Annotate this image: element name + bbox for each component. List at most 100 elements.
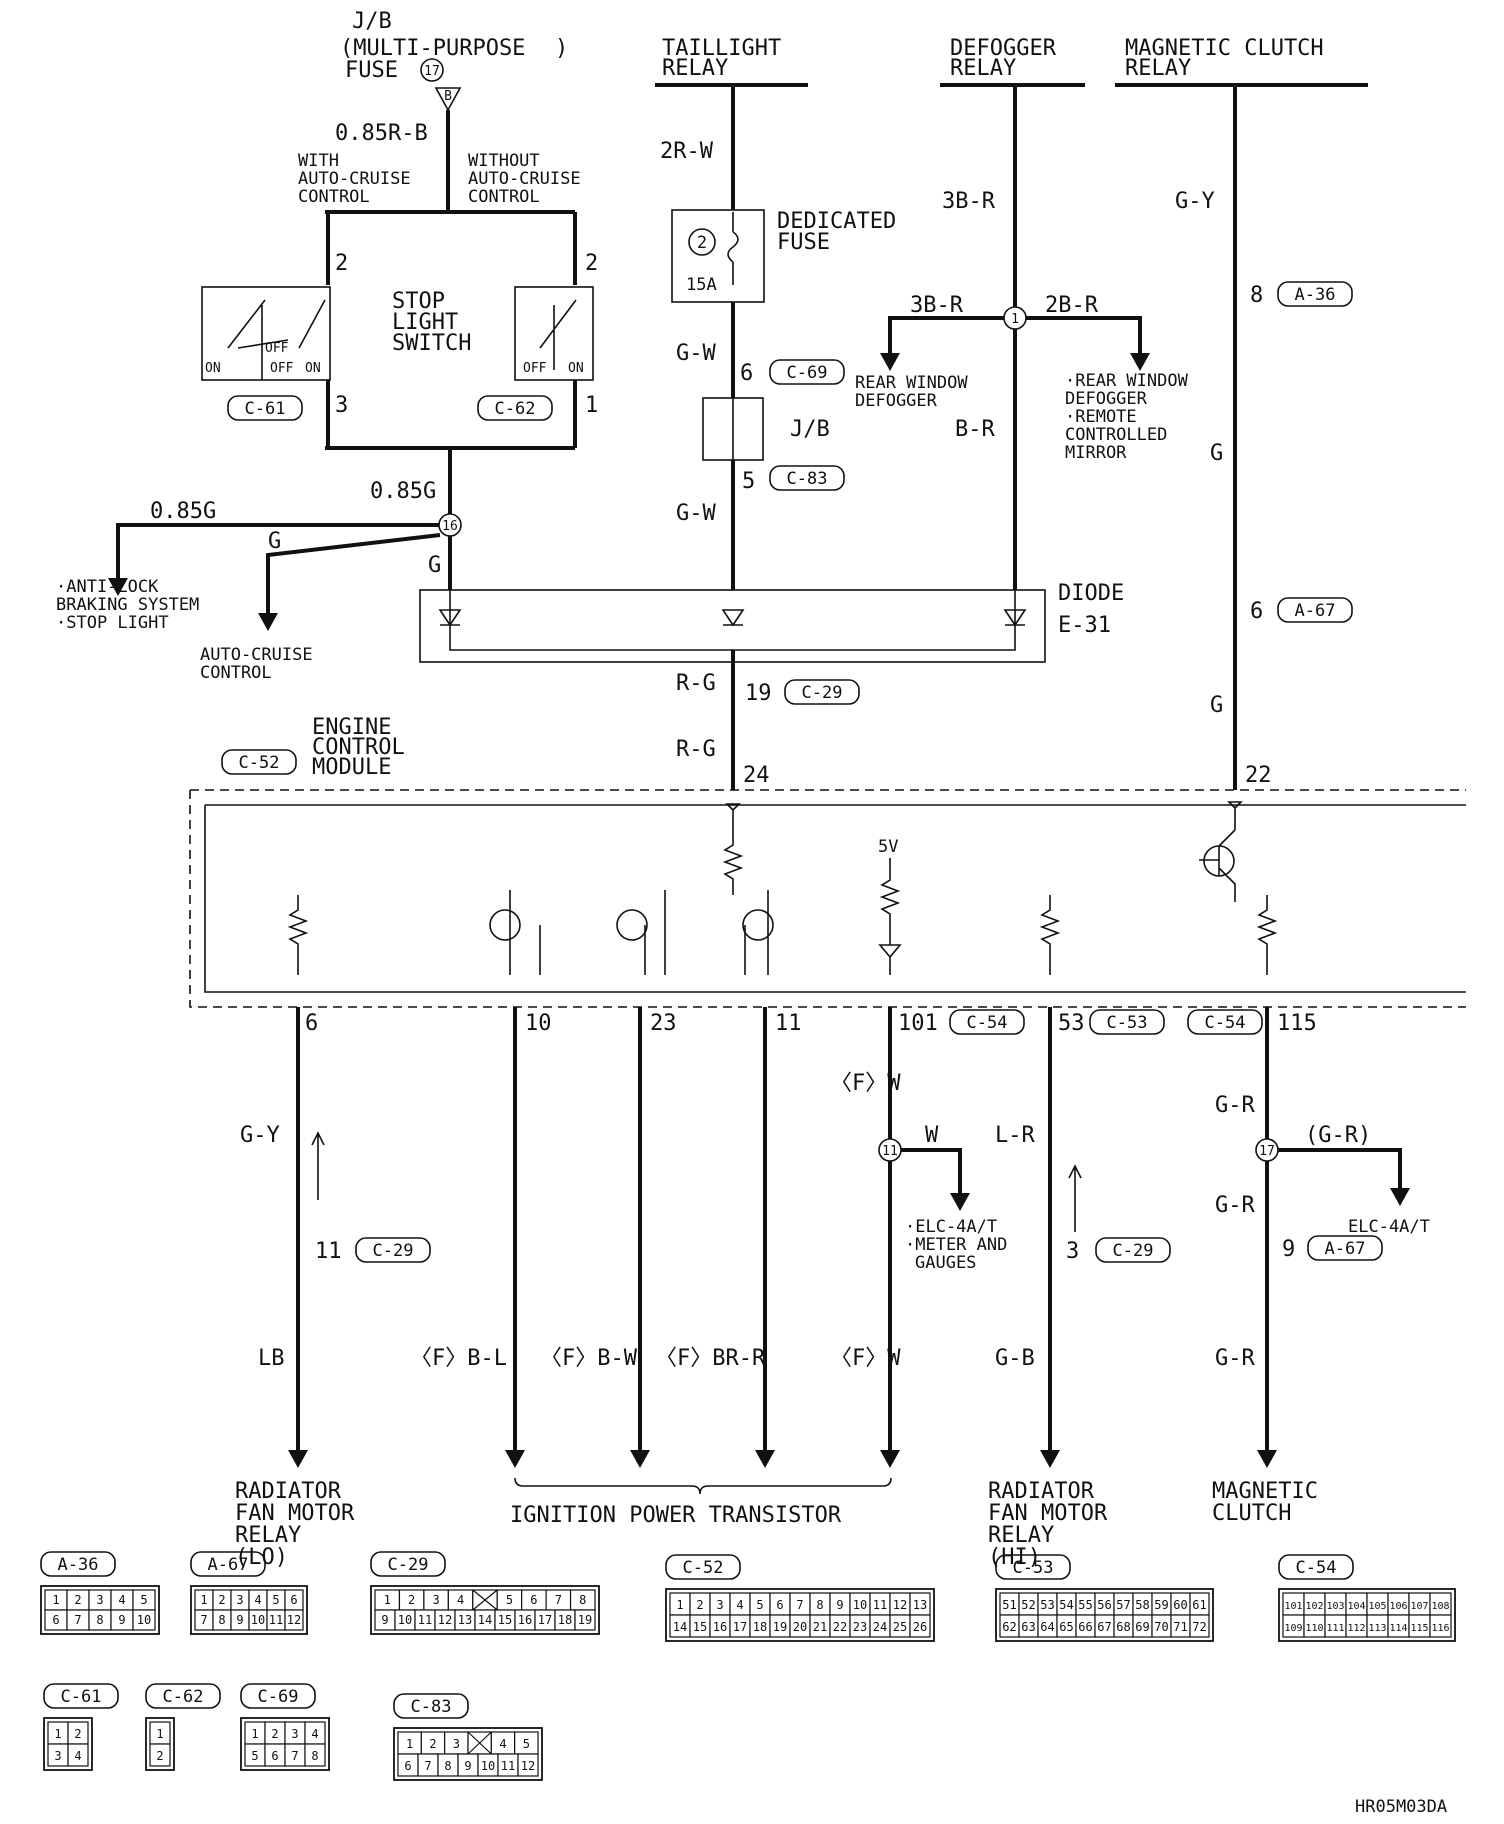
elc-line2: ·METER AND <box>905 1235 1007 1255</box>
legend-c83-pin: 7 <box>424 1759 431 1773</box>
legend-a67-pin: 9 <box>236 1613 243 1627</box>
legend-c61-title: C-61 <box>61 1687 102 1707</box>
elc-line3: GAUGES <box>915 1253 976 1273</box>
arrow-pin-53 <box>1040 1450 1060 1468</box>
legend-c83-cell <box>517 1753 539 1777</box>
legend-c52-cell <box>909 1614 931 1638</box>
taillight-wire-top: 2R-W <box>660 139 714 164</box>
legend-c62-cell <box>149 1743 171 1767</box>
stop-light-output: 0.85G 0.85G G 16 G ·ANTI-LOCK BRAKING SY… <box>56 479 462 683</box>
j17-wire: (G-R) <box>1305 1123 1371 1148</box>
switch-label-line2: LIGHT <box>392 310 458 335</box>
ecm-5v-circuit <box>878 858 902 975</box>
legend-c53-pin: 53 <box>1040 1598 1054 1612</box>
mc-out-pin: 9 <box>1282 1237 1295 1262</box>
mc-wire-mid: G <box>1210 441 1223 466</box>
hi-dest-line1: RADIATOR <box>988 1479 1095 1504</box>
arrow-pin-6 <box>288 1450 308 1468</box>
switch-on-right: ON <box>568 361 584 376</box>
with-autocruise-line3: CONTROL <box>298 187 370 207</box>
a36-tag <box>1277 281 1353 307</box>
legend-c54-pin: 101 <box>1284 1601 1302 1612</box>
ignition-brace <box>514 1477 892 1495</box>
legend-c69-pin: 5 <box>251 1749 258 1763</box>
legend-c29-pin: 1 <box>384 1593 391 1607</box>
c62-tag-label: C-62 <box>495 399 536 419</box>
pin-23-label: 23 <box>650 1011 677 1036</box>
legend-c54-pin: 113 <box>1368 1623 1386 1634</box>
legend-a67-pin: 5 <box>272 1593 279 1607</box>
j17-arrow <box>1390 1188 1410 1206</box>
legend-c54-pin: 107 <box>1410 1601 1428 1612</box>
legend-a67-pin: 12 <box>287 1613 301 1627</box>
legend-a67-pin: 2 <box>218 1593 225 1607</box>
taillight-wire-mid: G-W <box>676 341 716 366</box>
legend-c53-pin: 57 <box>1116 1598 1130 1612</box>
diode-1 <box>438 609 462 627</box>
cruise-branch-wire-label: G <box>268 529 281 554</box>
dedicated-fuse-line2: FUSE <box>777 230 830 255</box>
mc-pin2: 6 <box>1250 599 1263 624</box>
taillight-relay-line1: TAILLIGHT <box>662 36 781 61</box>
taillight-pin-top: 6 <box>740 361 753 386</box>
hi-pin: 3 <box>1066 1239 1079 1264</box>
ign-wire4: 〈F〉W <box>830 1346 901 1371</box>
legend-c29-title: C-29 <box>388 1555 429 1575</box>
arrow-pin-115 <box>1257 1450 1277 1468</box>
cruise-arrow <box>258 613 278 631</box>
abs-branch-wire-label: 0.85G <box>150 499 216 524</box>
c69-tag-label: C-69 <box>787 363 828 383</box>
legend-c54-pin: 110 <box>1305 1623 1323 1634</box>
legend-c54-pin: 106 <box>1389 1601 1407 1612</box>
junction-17-label: 17 <box>1259 1144 1275 1159</box>
a67-tag-out-label: A-67 <box>1325 1239 1366 1259</box>
legend-c52-tag <box>665 1554 741 1580</box>
legend-c54-pin: 114 <box>1389 1623 1407 1634</box>
legend-a67-pin: 3 <box>236 1593 243 1607</box>
abs-dest-line2: BRAKING SYSTEM <box>56 595 199 615</box>
diode-label: DIODE <box>1058 581 1124 606</box>
switch-label-line3: SWITCH <box>392 331 471 356</box>
legend-c69-pin: 3 <box>291 1727 298 1741</box>
legend-c53-pin: 62 <box>1002 1620 1016 1634</box>
ecm-transistor-22 <box>1199 801 1243 902</box>
arrow-pin-11 <box>755 1450 775 1468</box>
legend-c54-cell <box>1429 1614 1452 1638</box>
switch-contacts-right <box>539 299 577 370</box>
ecm-driver-10 <box>489 909 521 941</box>
defogger-right-dest-line3: ·REMOTE <box>1065 407 1137 427</box>
switch-right-pin-top: 2 <box>585 251 598 276</box>
c29-tag-hi-label: C-29 <box>1113 1241 1154 1261</box>
defogger-right-dest-line5: MIRROR <box>1065 443 1127 463</box>
legend-c83-pin: 5 <box>523 1737 530 1751</box>
ecm-label-line1: ENGINE <box>312 715 391 740</box>
defogger-left-wire: 3B-R <box>910 293 964 318</box>
legend-c54-pin: 104 <box>1347 1601 1365 1612</box>
legend-c52-pin: 13 <box>913 1598 927 1612</box>
legend-c29-pin: 15 <box>498 1613 512 1627</box>
engine-control-module: C-52 ENGINE CONTROL MODULE 24 22 5V <box>189 715 1466 1008</box>
legend-a67-pin: 10 <box>251 1613 265 1627</box>
defogger-relay-line1: DEFOGGER <box>950 36 1057 61</box>
ecm-pin-22: 22 <box>1245 763 1272 788</box>
pin-101-label: 101 <box>898 1011 938 1036</box>
legend-c83-blank <box>467 1731 492 1755</box>
legend-c62-tag <box>145 1683 221 1709</box>
legend-c69-pin: 1 <box>251 1727 258 1741</box>
legend-c69-pin: 7 <box>291 1749 298 1763</box>
mc-relay-line1: MAGNETIC CLUTCH <box>1125 36 1324 61</box>
legend-c53-cell <box>1189 1614 1210 1638</box>
legend-c83-pin: 8 <box>444 1759 451 1773</box>
junction-17 <box>1255 1138 1279 1162</box>
w101-top: 〈F〉W <box>830 1071 901 1096</box>
pin-10-label: 10 <box>525 1011 552 1036</box>
mc-elc: ELC-4A/T <box>1348 1217 1430 1237</box>
legend-a67-pin: 6 <box>290 1593 297 1607</box>
mc-wire-bottom: G <box>1210 693 1223 718</box>
legend-c52-pin: 15 <box>693 1620 707 1634</box>
stop-wire-down: G <box>428 553 441 578</box>
legend-c52-pin: 21 <box>813 1620 827 1634</box>
legend-a67-pin: 1 <box>200 1593 207 1607</box>
legend-c29-cell <box>574 1609 596 1631</box>
legend-c52-pin: 17 <box>733 1620 747 1634</box>
